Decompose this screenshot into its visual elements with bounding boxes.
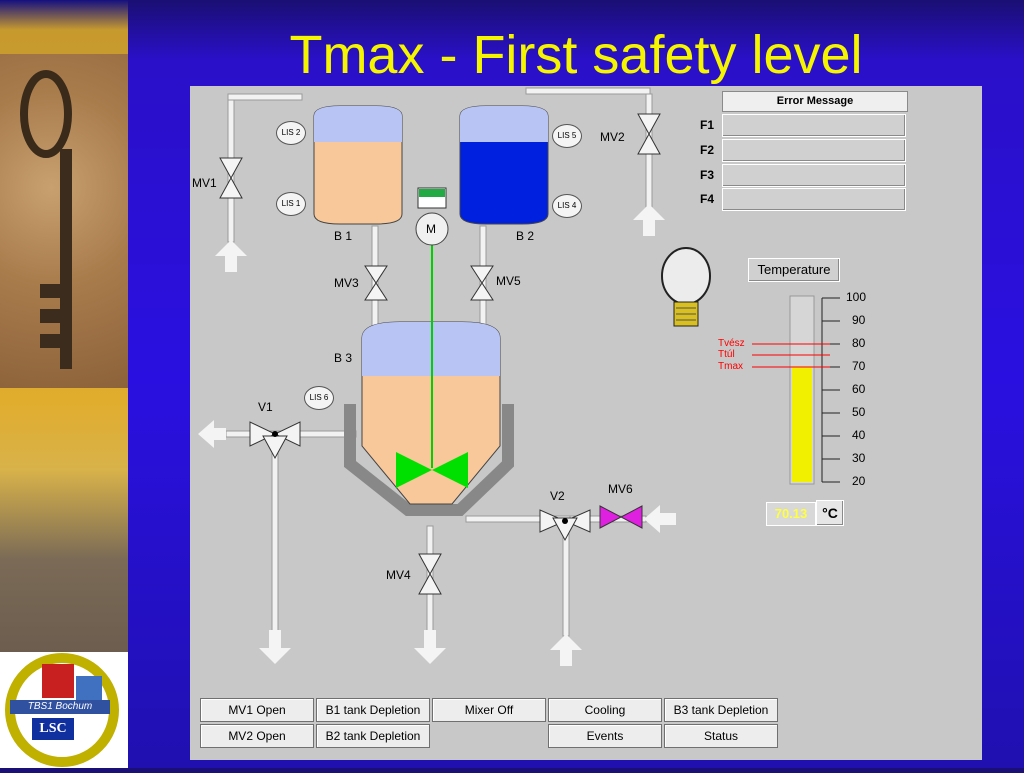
error-label-f4: F4 [700,192,715,206]
label-v2: V2 [550,489,565,503]
marker-tmax: Tmax [718,361,743,372]
label-mv5: MV5 [496,274,521,288]
thermometer-level [792,366,812,482]
marker-ttul: Ttúl [718,349,735,360]
lis6-sensor: LIS 6 [304,386,334,410]
scale-50: 50 [852,405,866,419]
error-label-f2: F2 [700,143,715,157]
label-mv1: MV1 [192,176,217,190]
antique-key-photo [0,54,128,388]
logo-text-top: TBS1 Bochum [27,701,93,712]
scada-panel: MV1 MV2 MV3 MV4 MV5 MV6 V1 V2 B 1 B 2 B … [190,86,982,760]
error-message-header: Error Message [722,91,908,112]
events-button[interactable]: Events [548,724,662,748]
motor-label: M [426,222,436,236]
slide-title: Tmax - First safety level [289,25,863,85]
b1-depletion-button[interactable]: B1 tank Depletion [316,698,430,722]
scale-80: 80 [852,336,866,350]
error-field-f3 [722,164,906,187]
temperature-unit: °C [816,500,844,526]
label-tank-b3: B 3 [334,351,353,365]
temperature-title: Temperature [748,258,840,282]
status-button[interactable]: Status [664,724,778,748]
label-mv3: MV3 [334,276,359,290]
label-mv6: MV6 [608,482,633,496]
mv1-open-button[interactable]: MV1 Open [200,698,314,722]
scale-90: 90 [852,313,866,327]
label-tank-b1: B 1 [334,229,353,243]
cooling-button[interactable]: Cooling [548,698,662,722]
error-label-f1: F1 [700,118,715,132]
lis2-sensor: LIS 2 [276,121,306,145]
label-mv2: MV2 [600,130,625,144]
scale-20: 20 [852,474,866,488]
scale-40: 40 [852,428,866,442]
temperature-reading: 70.13 [766,502,816,526]
scale-30: 30 [852,451,866,465]
mv2-open-button[interactable]: MV2 Open [200,724,314,748]
scale-100: 100 [846,290,867,304]
scale-60: 60 [852,382,866,396]
school-partnership-logo: TBS1 Bochum LSC [0,652,128,768]
error-label-f3: F3 [700,168,715,182]
label-v1: V1 [258,400,273,414]
mixer-off-button[interactable]: Mixer Off [432,698,546,722]
error-field-f4 [722,188,906,211]
error-field-f1 [722,114,906,137]
b2-depletion-button[interactable]: B2 tank Depletion [316,724,430,748]
b3-depletion-button[interactable]: B3 tank Depletion [664,698,778,722]
lis1-sensor: LIS 1 [276,192,306,216]
label-mv4: MV4 [386,568,411,582]
lis5-sensor: LIS 5 [552,124,582,148]
lis4-sensor: LIS 4 [552,194,582,218]
marker-tvesz: Tvész [718,338,745,349]
label-tank-b2: B 2 [516,229,535,243]
logo-text-lsc: LSC [39,721,67,736]
error-field-f2 [722,139,906,162]
scale-70: 70 [852,359,866,373]
